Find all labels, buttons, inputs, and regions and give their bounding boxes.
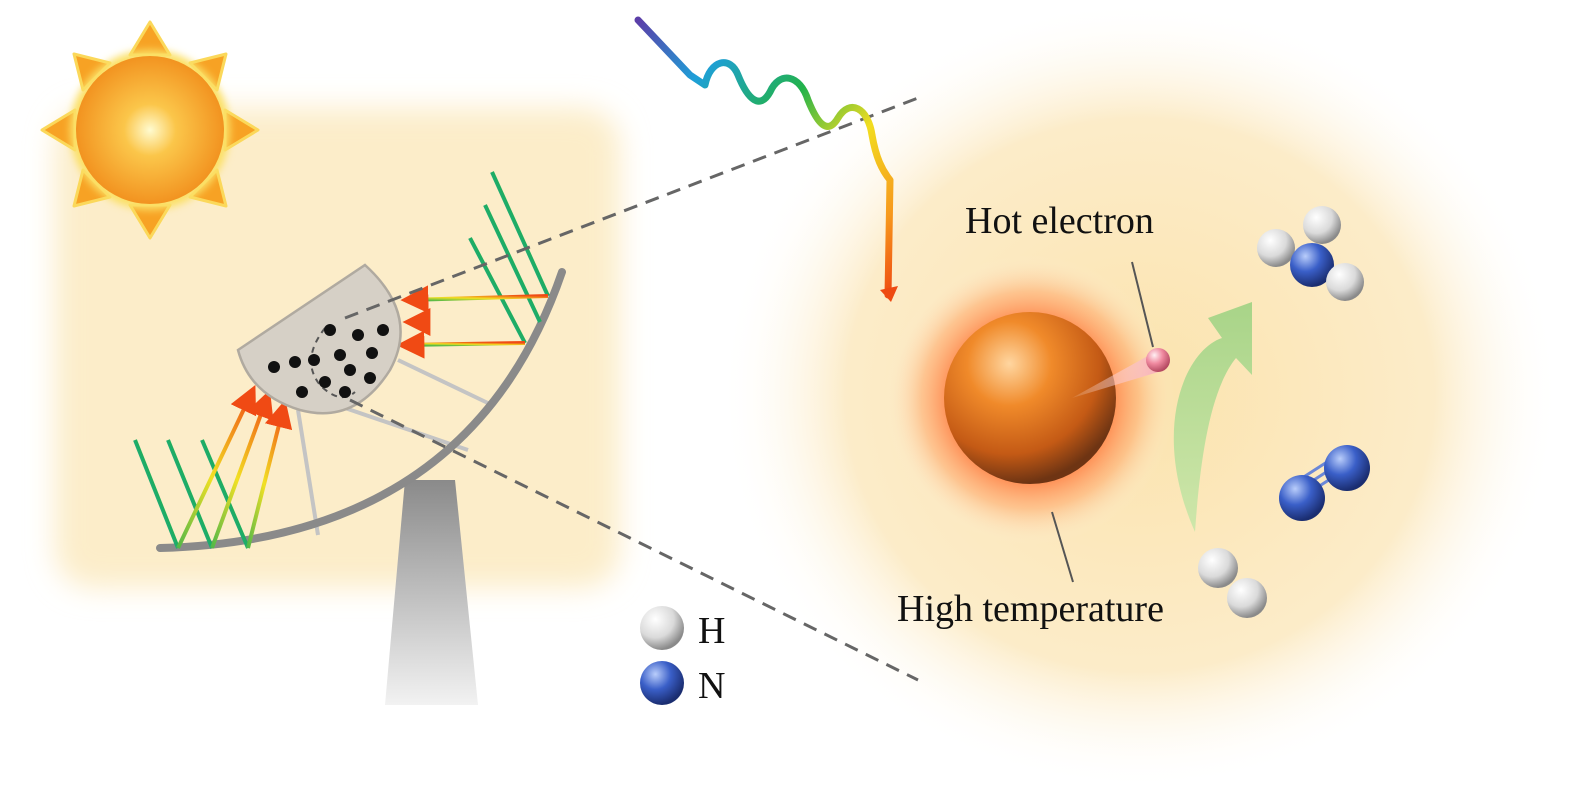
solar-dish-concentrator <box>156 268 566 552</box>
ammonia-molecule <box>1257 206 1364 301</box>
sun-icon <box>40 20 260 240</box>
incoming-sunrays <box>133 171 550 549</box>
dish-stand <box>385 480 478 705</box>
hot-electron-leader <box>1131 261 1154 348</box>
reaction-arrow <box>1173 302 1252 532</box>
hot-electron-sphere <box>1146 348 1170 372</box>
catalyst-reactor <box>236 263 402 415</box>
high-temperature-leader <box>1051 511 1074 583</box>
hot-electron-label: Hot electron <box>965 200 1154 242</box>
hydrogen-molecule <box>1198 548 1267 618</box>
dish-struts <box>296 358 493 536</box>
legend-h-sphere <box>640 606 684 650</box>
light-wave <box>634 16 898 302</box>
zoom-lines <box>344 96 919 682</box>
hot-nanoparticle <box>944 312 1116 484</box>
reflected-rays <box>176 285 549 549</box>
legend-n-label: N <box>698 665 726 707</box>
legend-h-label: H <box>698 610 726 652</box>
electron-trail <box>1072 352 1165 398</box>
nitrogen-molecule <box>1279 445 1370 521</box>
high-temperature-label: High temperature <box>897 588 1164 630</box>
legend-n-sphere <box>640 661 684 705</box>
catalyst-particles <box>268 324 389 398</box>
